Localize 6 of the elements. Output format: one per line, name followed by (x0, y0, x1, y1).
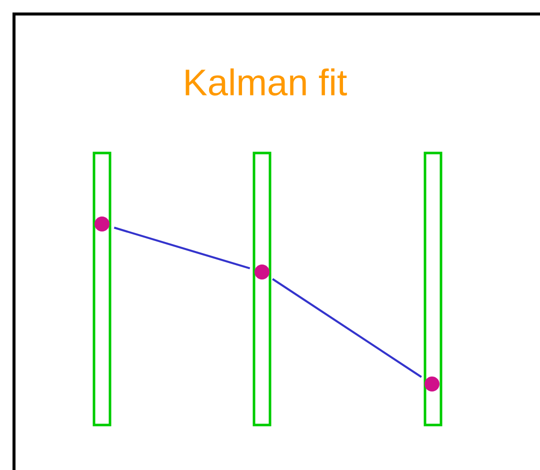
title: Kalman fit (186, 68, 347, 96)
hit-dot (254, 264, 270, 280)
hit-dot (424, 376, 440, 392)
track-line (272, 278, 422, 378)
track-line (114, 226, 250, 270)
hit-dot (94, 216, 110, 232)
